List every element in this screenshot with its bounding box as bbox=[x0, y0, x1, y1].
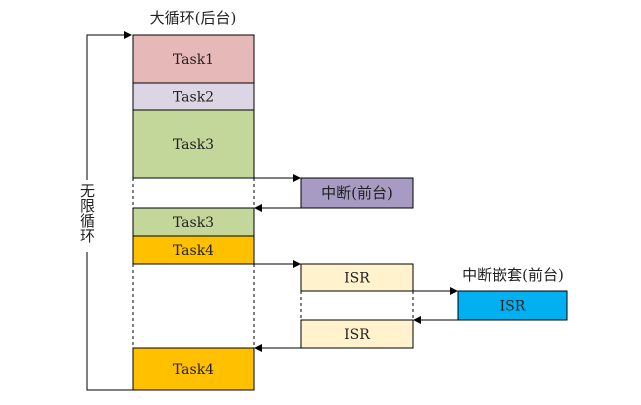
task-label: Task3 bbox=[173, 215, 214, 231]
task-label: Task2 bbox=[173, 90, 214, 106]
isr-label: ISR bbox=[344, 327, 370, 343]
task-block bbox=[132, 34, 255, 84]
loop-label: 无限循环 bbox=[78, 183, 96, 243]
task-block bbox=[132, 109, 255, 179]
suspended-gaps bbox=[132, 178, 414, 348]
isr-label: ISR bbox=[344, 271, 370, 287]
isr-block bbox=[300, 263, 414, 292]
task-block bbox=[132, 347, 255, 391]
task-label: Task4 bbox=[173, 243, 214, 259]
flow-arrows bbox=[254, 174, 458, 352]
infinite-loop-bracket bbox=[86, 31, 133, 391]
interrupt-box bbox=[300, 177, 414, 209]
task-label: Task4 bbox=[173, 362, 214, 378]
task-block bbox=[132, 235, 255, 265]
task-block bbox=[132, 207, 255, 237]
interrupt-label: 中断(前台) bbox=[321, 184, 393, 202]
task-label: Task1 bbox=[173, 52, 214, 68]
main-loop-title: 大循环(后台) bbox=[150, 9, 237, 27]
isr-block bbox=[300, 319, 414, 349]
task-block bbox=[132, 82, 255, 111]
task-label: Task3 bbox=[173, 137, 214, 153]
nested-isr-block bbox=[457, 290, 568, 321]
nested-interrupt-label: 中断嵌套(前台) bbox=[462, 266, 564, 284]
isr-label: ISR bbox=[500, 299, 526, 315]
